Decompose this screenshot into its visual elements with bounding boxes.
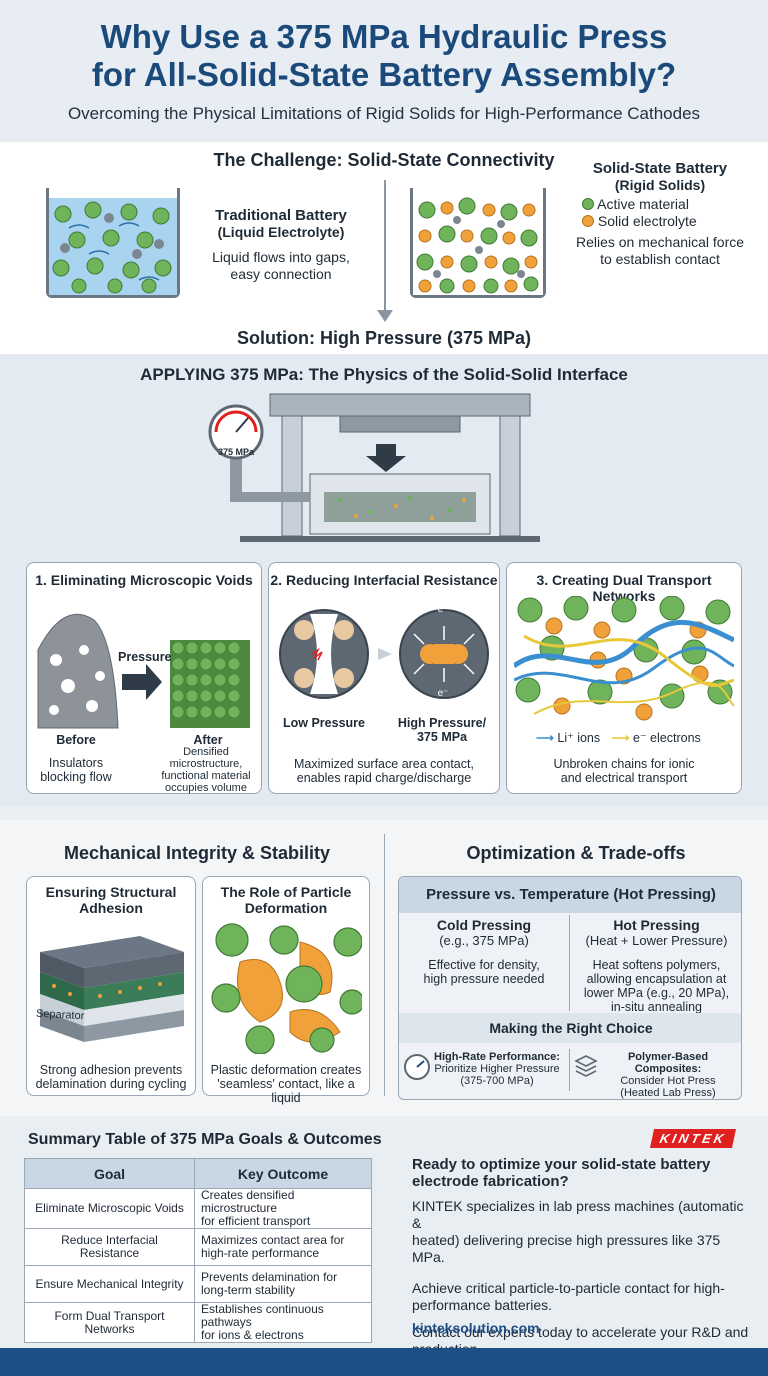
solid-beaker-icon bbox=[410, 188, 546, 298]
before-label: Before bbox=[56, 733, 96, 747]
pressure-arrow-label: Pressure bbox=[118, 650, 172, 664]
liquid-beaker-icon bbox=[46, 188, 180, 298]
footer-bar bbox=[0, 1348, 768, 1376]
hot-pressing: Hot Pressing (Heat + Lower Pressure) Hea… bbox=[583, 917, 730, 1014]
high-pressure-label: High Pressure/ 375 MPa bbox=[397, 716, 487, 744]
summary-title: Summary Table of 375 MPa Goals & Outcome… bbox=[28, 1131, 382, 1148]
right-choice-title: Making the Right Choice bbox=[399, 1013, 741, 1043]
low-pressure-label: Low Pressure bbox=[283, 716, 365, 730]
down-arrow-icon bbox=[377, 310, 393, 322]
legend-electrolyte: Solid electrolyte bbox=[560, 213, 760, 230]
transport-legend: ⟶ Li⁺ ions ⟶ e⁻ electrons bbox=[536, 731, 701, 745]
pressure-temperature-box: Pressure vs. Temperature (Hot Pressing) … bbox=[398, 876, 742, 1100]
summary-header-row: Goal Key Outcome bbox=[24, 1158, 372, 1189]
electron-label-bottom: e⁻ bbox=[437, 688, 449, 699]
website-link[interactable]: kinteksolution.com bbox=[412, 1320, 540, 1336]
active-material-dot-icon bbox=[582, 198, 594, 210]
hydraulic-press-icon bbox=[208, 393, 540, 542]
goal-header: Goal bbox=[24, 1158, 195, 1189]
pressure-temperature-title: Pressure vs. Temperature (Hot Pressing) bbox=[399, 877, 741, 913]
table-row: Eliminate Microscopic Voids Creates dens… bbox=[24, 1188, 372, 1229]
card1-title: 1. Eliminating Microscopic Voids bbox=[35, 572, 253, 588]
adhesion-title: Ensuring Structural Adhesion bbox=[45, 884, 177, 916]
gauge-label: 375 MPa bbox=[217, 447, 255, 457]
challenge-title: The Challenge: Solid-State Connectivity bbox=[213, 150, 555, 170]
traditional-battery-label: Traditional Battery (Liquid Electrolyte)… bbox=[212, 207, 350, 282]
table-row: Form Dual Transport Networks Establishes… bbox=[24, 1302, 372, 1343]
table-row: Ensure Mechanical Integrity Prevents del… bbox=[24, 1265, 372, 1303]
electron-label-top: e⁻ bbox=[437, 604, 449, 615]
card2-description: Maximized surface area contact, enables … bbox=[294, 757, 474, 785]
title-line-1: Why Use a 375 MPa Hydraulic Press bbox=[100, 18, 668, 55]
layered-stack-icon bbox=[40, 936, 184, 1042]
solid-electrolyte-dot-icon bbox=[582, 215, 594, 227]
gauge-icon bbox=[404, 1054, 430, 1080]
before-description: Insulators blocking flow bbox=[40, 756, 112, 784]
header bbox=[0, 0, 768, 142]
solution-label: Solution: High Pressure (375 MPa) bbox=[236, 328, 532, 348]
card2-title: 2. Reducing Interfacial Resistance bbox=[270, 572, 498, 588]
choice-divider bbox=[569, 1049, 570, 1091]
adhesion-description: Strong adhesion prevents delamination du… bbox=[35, 1063, 187, 1091]
ion-arrow-icon: ⟶ bbox=[536, 731, 554, 745]
kintek-logo: KINTEK bbox=[649, 1129, 737, 1148]
cta-block: Ready to optimize your solid-state batte… bbox=[412, 1156, 749, 1357]
transport-network-icon bbox=[514, 596, 734, 721]
title-line-2: for All-Solid-State Battery Assembly? bbox=[91, 56, 677, 93]
cold-pressing: Cold Pressing (e.g., 375 MPa) Effective … bbox=[423, 917, 545, 986]
table-row: Reduce Interfacial Resistance Maximizes … bbox=[24, 1228, 372, 1266]
electron-arrow-icon: ⟶ bbox=[611, 731, 630, 745]
solid-state-battery-label: Solid-State Battery (Rigid Solids) Activ… bbox=[560, 160, 760, 268]
card3-title: 3. Creating Dual Transport Networks bbox=[536, 572, 712, 604]
challenge-divider bbox=[384, 180, 386, 312]
layers-icon bbox=[574, 1055, 598, 1077]
choice-high-rate: High-Rate Performance: Prioritize Higher… bbox=[434, 1051, 560, 1087]
page-title: Why Use a 375 MPa Hydraulic Press for Al… bbox=[0, 18, 768, 94]
particle-deformation-icon bbox=[211, 923, 362, 1054]
voids-before-after-icon bbox=[37, 613, 250, 729]
outcome-header: Key Outcome bbox=[194, 1158, 372, 1189]
card3-description: Unbroken chains for ionic and electrical… bbox=[553, 757, 695, 785]
interface-contact-icon bbox=[279, 609, 489, 699]
applying-title: APPLYING 375 MPa: The Physics of the Sol… bbox=[140, 365, 628, 384]
after-label: After bbox=[193, 733, 223, 747]
deformation-title: The Role of Particle Deformation bbox=[220, 884, 352, 916]
cold-hot-divider bbox=[569, 915, 570, 1011]
section-divider bbox=[384, 834, 385, 1096]
legend-active: Active material bbox=[560, 196, 760, 213]
choice-polymer: Polymer-Based Composites: Consider Hot P… bbox=[620, 1051, 716, 1099]
after-description: Densified microstructure, functional mat… bbox=[161, 746, 251, 794]
summary-table: Goal Key Outcome Eliminate Microscopic V… bbox=[24, 1158, 372, 1343]
separator-label: Separator bbox=[35, 1007, 85, 1023]
mechanical-title: Mechanical Integrity & Stability bbox=[63, 843, 331, 863]
deformation-description: Plastic deformation creates 'seamless' c… bbox=[210, 1063, 362, 1105]
optimization-title: Optimization & Trade-offs bbox=[466, 843, 686, 863]
page-subtitle: Overcoming the Physical Limitations of R… bbox=[67, 104, 701, 123]
